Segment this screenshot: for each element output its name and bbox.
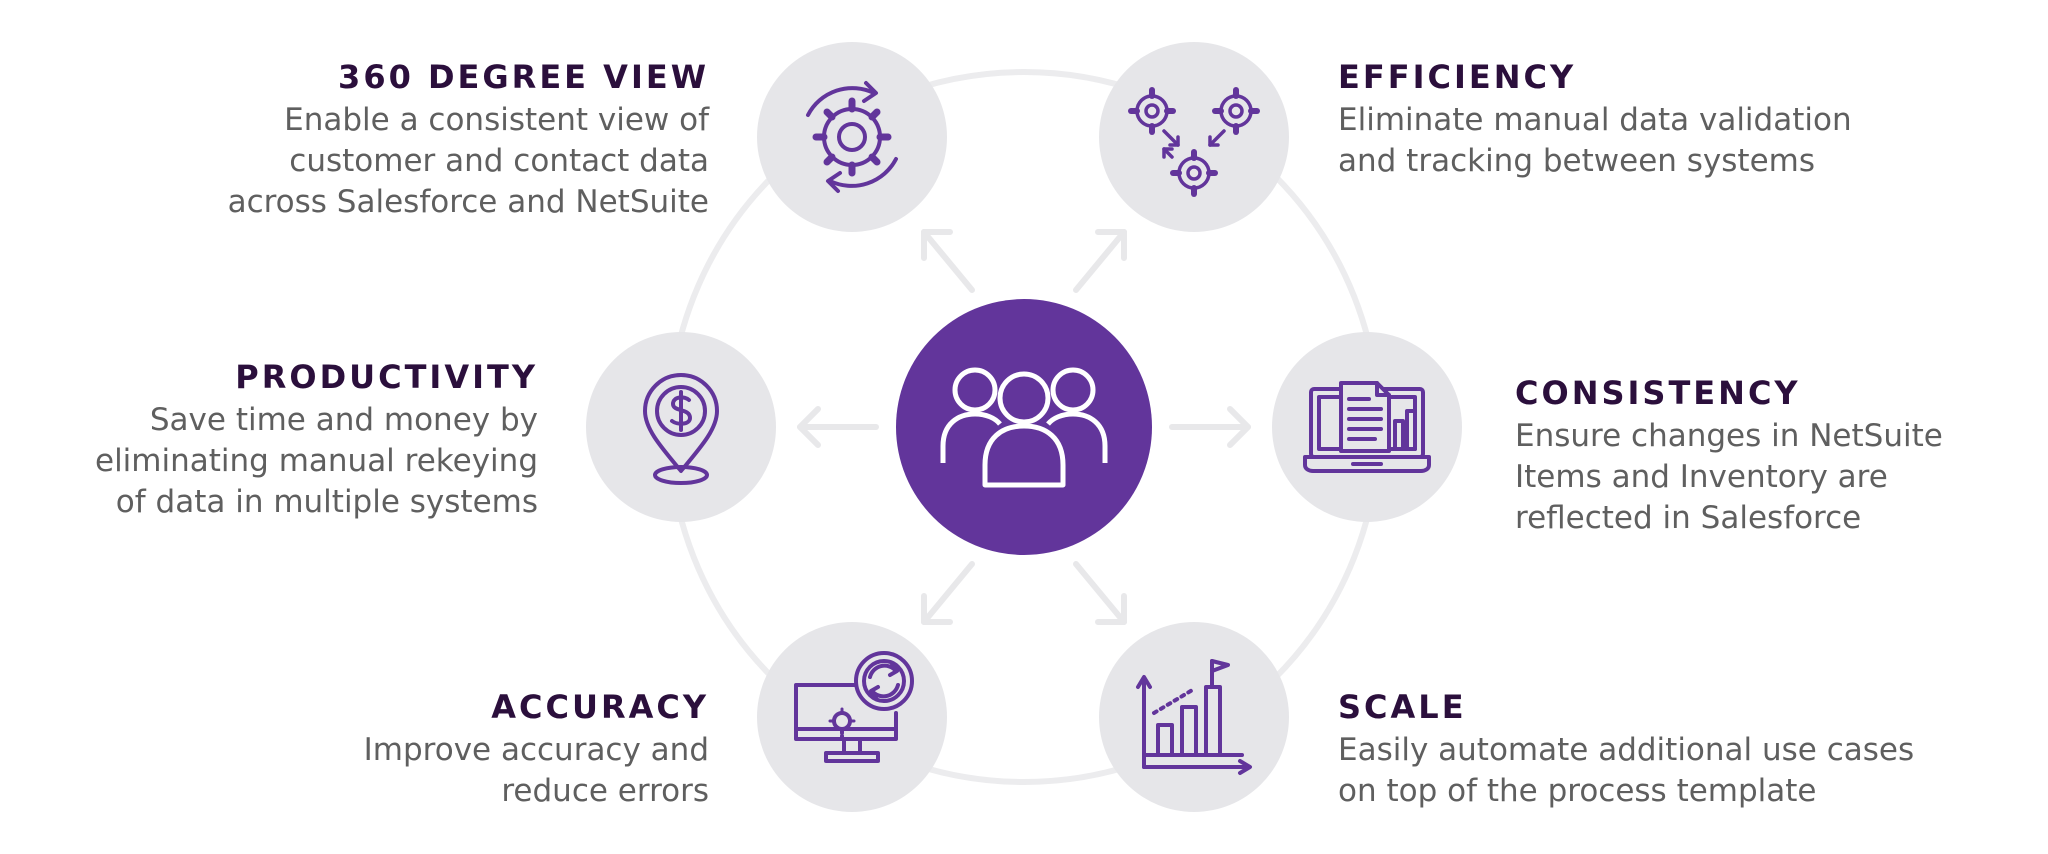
feature-scale-line-2: on top of the process template (1338, 773, 1817, 809)
people-group-icon (940, 367, 1108, 488)
arrow-to-scale (1073, 561, 1127, 625)
feature-productivity-line-3: of data in multiple systems (115, 484, 538, 520)
feature-scale-description: Easily automate additional use cases on … (1338, 730, 1914, 812)
feature-consistency-line-3: reflected in Salesforce (1515, 500, 1862, 536)
monitor-refresh-icon (794, 651, 914, 763)
feature-efficiency-description: Eliminate manual data validation and tra… (1338, 100, 1852, 182)
arrow-to-efficiency (1073, 229, 1127, 293)
dollar-location-pin-icon (643, 373, 719, 485)
feature-consistency-line-2: Items and Inventory are (1515, 459, 1888, 495)
feature-scale-title: SCALE (1338, 688, 1467, 726)
feature-accuracy-description: Improve accuracy and reduce errors (364, 730, 709, 812)
feature-consistency: CONSISTENCY Ensure changes in NetSuite I… (1515, 374, 1943, 539)
arrow-to-view (921, 229, 975, 293)
feature-consistency-line-1: Ensure changes in NetSuite (1515, 418, 1943, 454)
feature-efficiency-title: EFFICIENCY (1338, 58, 1577, 96)
feature-efficiency: EFFICIENCY Eliminate manual data validat… (1338, 58, 1852, 182)
feature-productivity-line-2: eliminating manual rekeying (95, 443, 538, 479)
feature-productivity-title: PRODUCTIVITY (235, 358, 538, 396)
node-view (757, 42, 947, 232)
feature-view-line-2: customer and contact data (289, 143, 709, 179)
node-efficiency (1099, 42, 1289, 232)
feature-consistency-description: Ensure changes in NetSuite Items and Inv… (1515, 416, 1943, 539)
arrow-to-consistency (1169, 406, 1251, 448)
laptop-document-icon (1303, 381, 1431, 473)
feature-view: 360 DEGREE VIEW Enable a consistent view… (228, 58, 709, 223)
feature-accuracy-line-2: reduce errors (501, 773, 709, 809)
arrows (797, 229, 1251, 625)
feature-accuracy-line-1: Improve accuracy and (363, 732, 709, 768)
node-accuracy (757, 622, 947, 812)
growth-chart-flag-icon (1136, 659, 1252, 775)
feature-view-line-1: Enable a consistent view of (284, 102, 709, 138)
feature-scale: SCALE Easily automate additional use cas… (1338, 688, 1914, 812)
feature-view-line-3: across Salesforce and NetSuite (227, 184, 709, 220)
feature-view-description: Enable a consistent view of customer and… (228, 100, 709, 223)
three-gears-icon (1128, 87, 1260, 197)
arrow-to-accuracy (921, 561, 975, 625)
feature-accuracy: ACCURACY Improve accuracy and reduce err… (364, 688, 709, 812)
feature-consistency-title: CONSISTENCY (1515, 374, 1801, 412)
gear-sync-icon (806, 81, 898, 193)
feature-scale-line-1: Easily automate additional use cases (1338, 732, 1915, 768)
feature-productivity-description: Save time and money by eliminating manua… (95, 400, 538, 523)
feature-accuracy-title: ACCURACY (491, 688, 709, 726)
feature-productivity-line-1: Save time and money by (149, 402, 538, 438)
feature-efficiency-line-1: Eliminate manual data validation (1338, 102, 1852, 138)
feature-productivity: PRODUCTIVITY Save time and money by elim… (95, 358, 538, 523)
arrow-to-productivity (797, 406, 879, 448)
feature-efficiency-line-2: and tracking between systems (1338, 143, 1815, 179)
feature-view-title: 360 DEGREE VIEW (338, 58, 709, 96)
